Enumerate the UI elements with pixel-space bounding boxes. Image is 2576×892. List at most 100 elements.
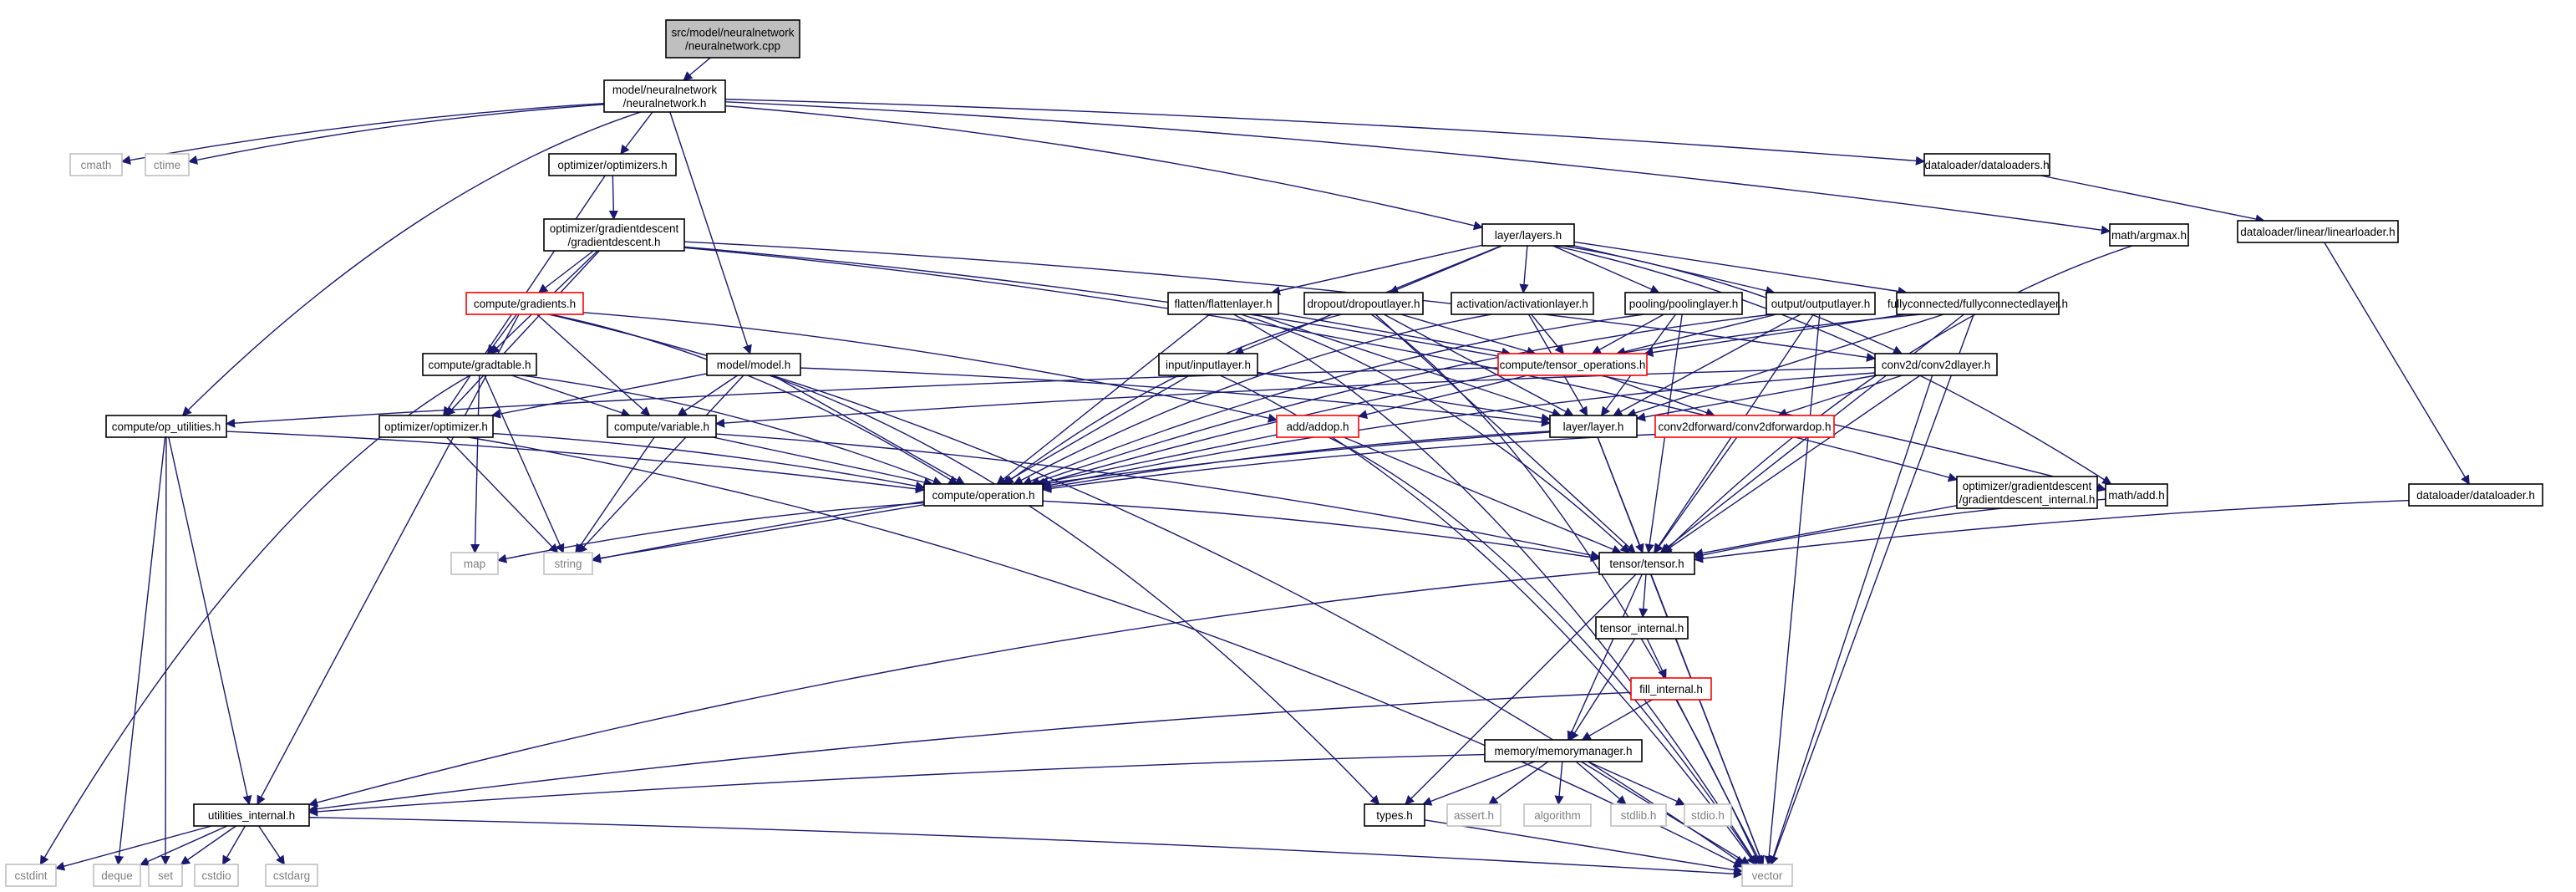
node-mathadd[interactable]: math/add.h [2105,483,2168,507]
node-cstdio-box [194,864,239,887]
edge-tensorint-to-memmgr [1569,638,1636,741]
node-gradtable[interactable]: compute/gradtable.h [422,353,537,376]
edge-conv2d-to-variable [714,366,1876,428]
node-linearloader[interactable]: dataloader/linear/linearloader.h [2237,220,2399,243]
edge-output-to-operation [1029,313,1774,487]
edge-fc-to-layer [1626,313,1944,418]
node-tensor[interactable]: tensor/tensor.h [1598,552,1695,575]
edge-operation-to-map [496,502,925,563]
edge-root-to-nn [683,57,711,81]
node-set-box [148,864,183,887]
edge-conv2d-to-tensor [1661,375,1921,553]
node-pooling[interactable]: pooling/poolinglayer.h [1624,292,1743,315]
node-variable-box [607,415,717,438]
dependency-edges [39,57,2470,879]
node-gradtable-box [422,353,537,376]
edge-conv2d-to-vector [1769,375,1933,866]
node-cmath: cmath [69,153,123,176]
node-dataloaders[interactable]: dataloader/dataloaders.h [1923,153,2050,176]
node-tensorint[interactable]: tensor_internal.h [1595,616,1689,640]
node-mathadd-label-0: math/add.h [2108,489,2165,502]
node-gdesc-label-1: /gradientdescent.h [567,236,660,248]
node-dropout[interactable]: dropout/dropoutlayer.h [1303,292,1424,315]
edge-memmgr-to-stdio [1587,761,1686,806]
node-gradients[interactable]: compute/gradients.h [465,292,584,315]
edge-gradients-to-variable [536,313,651,416]
node-ctime-box [145,153,190,176]
edge-flatten-to-vector [1233,313,1758,865]
edge-input-to-operation [1001,375,1190,485]
node-gdesc[interactable]: optimizer/gradientdescent/gradientdescen… [543,218,685,252]
node-fillint[interactable]: fill_internal.h [1630,677,1712,701]
edge-nn-to-argmax [724,101,2111,235]
edge-dataloaders-to-linearloader [2040,175,2265,224]
node-layers[interactable]: layer/layers.h [1481,223,1575,247]
edge-nn-to-cmath [120,103,605,165]
edge-tensor-to-memmgr [1567,573,1643,742]
edge-layers-to-pooling [1552,245,1660,294]
node-model[interactable]: model/model.h [706,353,801,376]
edge-tensor-to-types [1405,573,1637,805]
node-oputil-box [105,415,227,438]
edge-gradtable-to-map [470,375,480,554]
node-addop-label-0: add/addop.h [1286,421,1349,433]
node-memmgr[interactable]: memory/memorymanager.h [1484,739,1643,762]
edge-utilint-to-cstdarg [258,825,285,865]
edge-oputil-to-utilint [168,436,252,806]
node-layer[interactable]: layer/layer.h [1549,415,1638,438]
edge-tensorops-to-addop [1357,375,1528,420]
node-map-label-0: map [464,558,485,570]
node-conv2d[interactable]: conv2d/conv2dlayer.h [1874,353,1998,376]
node-types[interactable]: types.h [1364,803,1425,827]
edge-output-to-tensorops [1615,313,1777,357]
node-optimizer[interactable]: optimizer/optimizer.h [379,415,494,438]
edge-optimizer-to-string [446,436,559,553]
node-set: set [148,864,183,887]
edge-utilint-to-cstdint [54,825,212,871]
node-argmax[interactable]: math/argmax.h [2109,223,2189,247]
edge-layer-to-string [591,431,1551,563]
edge-addop-to-operation [1035,434,1278,487]
node-utilint[interactable]: utilities_internal.h [193,803,310,827]
node-optimizers-box [548,153,677,176]
node-conv2dfwd-box [1654,415,1835,438]
edge-utilint-to-deque [139,825,228,866]
node-root[interactable]: src/model/neuralnetwork/neuralnetwork.cp… [665,19,800,59]
node-optimizers[interactable]: optimizer/optimizers.h [548,153,677,176]
node-gradtable-label-0: compute/gradtable.h [428,359,531,371]
edge-gradients-to-utilint [257,313,520,805]
node-mathadd-box [2105,483,2168,507]
edge-flatten-to-tensorops [1278,312,1512,357]
node-optimizer-label-0: optimizer/optimizer.h [384,421,488,433]
node-conv2dfwd[interactable]: conv2dforward/conv2dforwardop.h [1654,415,1835,438]
node-fc[interactable]: fullyconnected/fullyconnectedlayer.h [1888,292,2068,315]
node-flatten[interactable]: flatten/flattenlayer.h [1167,292,1279,315]
edge-flatten-to-tensor [1240,313,1630,553]
node-deque-box [93,864,141,887]
node-activation[interactable]: activation/activationlayer.h [1451,292,1594,315]
edge-conv2d-to-conv2dfwd [1777,375,1903,418]
node-input[interactable]: input/inputlayer.h [1158,353,1258,376]
node-addop[interactable]: add/addop.h [1276,415,1359,438]
node-operation-label-0: compute/operation.h [932,489,1034,502]
node-model-label-0: model/model.h [717,359,791,371]
edge-gdesc-to-optimizer [445,250,600,416]
node-vector: vector [1741,864,1793,887]
node-addop-box [1276,415,1359,438]
node-gdint[interactable]: optimizer/gradientdescent/gradientdescen… [1956,476,2098,509]
edge-gradtable-to-cstdint [39,375,470,865]
node-input-label-0: input/inputlayer.h [1166,359,1251,371]
node-nn[interactable]: model/neuralnetwork/neuralnetwork.h [603,79,726,113]
node-operation[interactable]: compute/operation.h [923,483,1044,507]
node-assert: assert.h [1446,803,1501,827]
edge-optimizer-to-vector [468,436,1743,868]
node-variable[interactable]: compute/variable.h [607,415,717,438]
node-activation-box [1451,292,1594,315]
node-dataloader[interactable]: dataloader/dataloader.h [2408,483,2543,507]
node-deque-label-0: deque [101,869,133,882]
node-tensorops[interactable]: compute/tensor_operations.h [1497,353,1648,376]
node-gdint-box [1956,476,2098,509]
node-memmgr-box [1484,739,1643,762]
node-output[interactable]: output/outputlayer.h [1766,292,1876,315]
node-oputil[interactable]: compute/op_utilities.h [105,415,227,438]
